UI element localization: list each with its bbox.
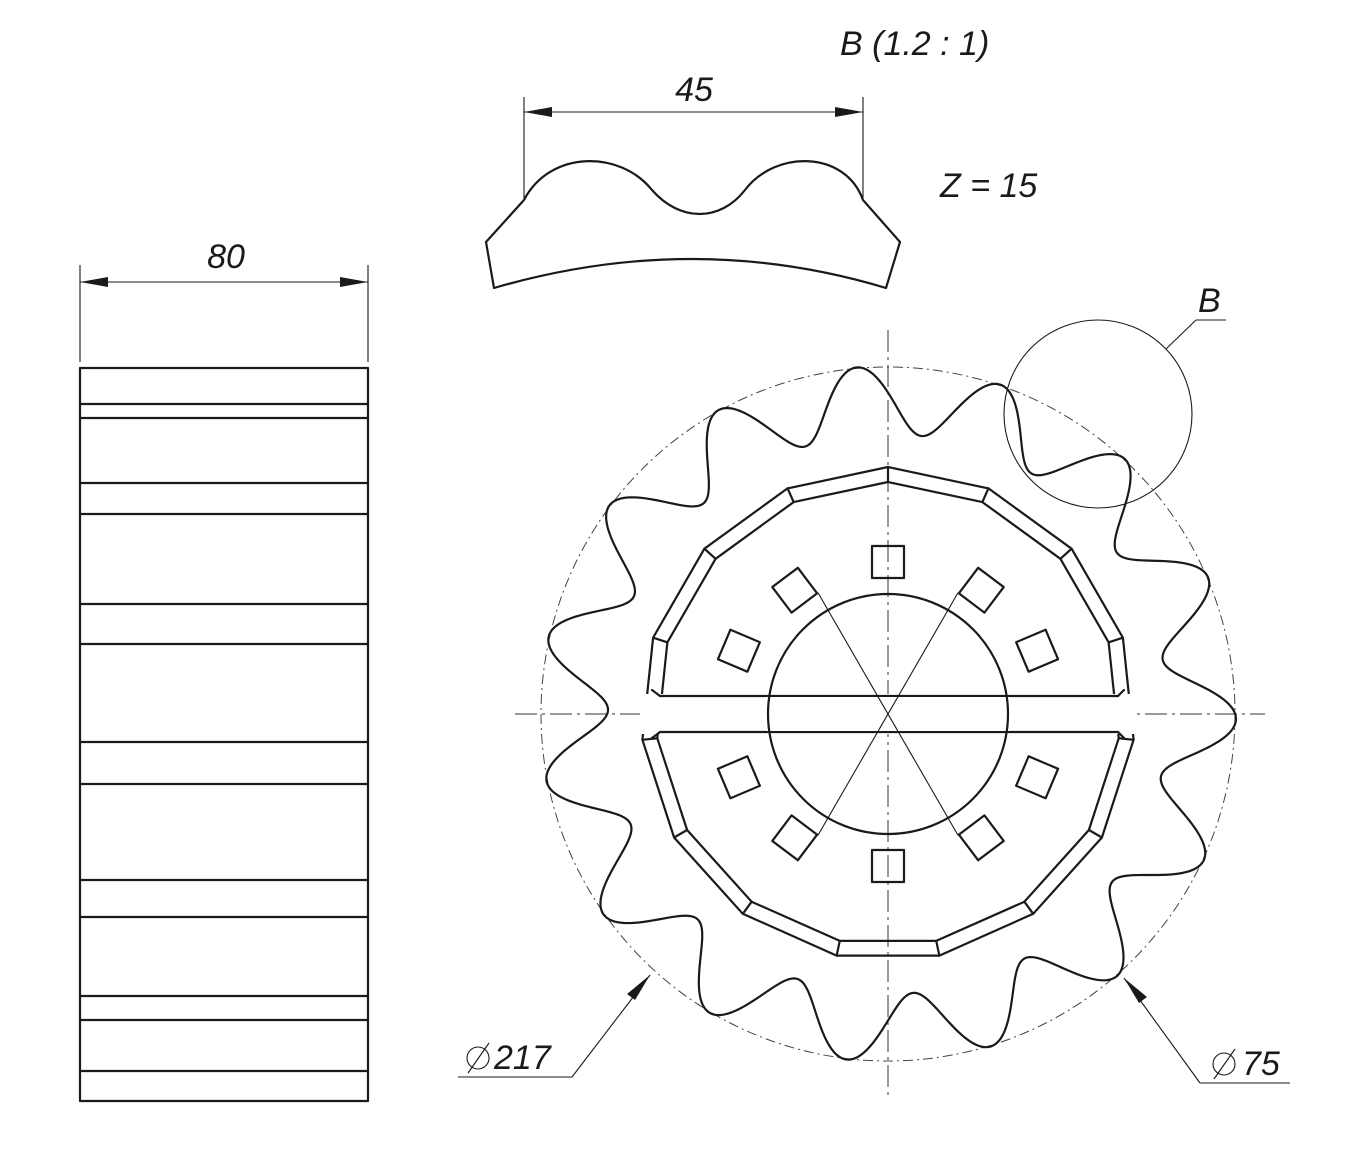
hub-corner-line <box>1117 737 1135 741</box>
hub-outer-polygon <box>641 465 1135 957</box>
detail-b-view: B (1.2 : 1) 45 Z = 15 <box>484 25 1037 290</box>
detail-title: B (1.2 : 1) <box>840 25 989 63</box>
square-hole <box>771 566 819 614</box>
hub-corner-line <box>786 487 795 504</box>
hub-corner-line <box>1023 900 1035 915</box>
diameter-icon <box>1212 1048 1236 1080</box>
teeth-count-label: Z = 15 <box>939 167 1037 205</box>
hub-corner-line <box>1107 636 1125 644</box>
dimension-text-217: 217 <box>493 1039 552 1077</box>
detail-callout: B <box>1003 282 1226 509</box>
hub-corner-line <box>1087 828 1104 839</box>
square-hole <box>1015 755 1060 800</box>
hub-inner-polygon <box>656 480 1120 942</box>
dimension-diameter-217: 217 <box>458 974 651 1078</box>
hub-corner-line <box>672 828 689 839</box>
side-view-groove-lines <box>78 402 370 1073</box>
square-hole <box>716 628 761 673</box>
detail-tooth-profile <box>484 160 902 290</box>
hub-corner-line <box>651 636 669 644</box>
square-hole <box>716 755 761 800</box>
hub-corner-line <box>1059 547 1073 560</box>
square-hole <box>957 566 1005 614</box>
front-view: B 217 75 <box>458 282 1290 1098</box>
square-hole <box>957 814 1005 862</box>
square-hole <box>1015 628 1060 673</box>
hub-corner-line <box>835 939 841 957</box>
detail-callout-circle <box>1003 319 1193 509</box>
dimension-text-75: 75 <box>1242 1045 1280 1083</box>
dimension-width-80: 80 <box>79 238 369 362</box>
construction-line <box>817 592 959 836</box>
diameter-icon <box>466 1042 490 1074</box>
dimension-text-45: 45 <box>675 71 713 109</box>
bore-circle <box>766 592 1010 836</box>
dimension-diameter-75: 75 <box>1123 977 1290 1084</box>
hub-corner-line <box>741 900 753 915</box>
construction-lines <box>817 592 959 836</box>
gear-tooth-profile <box>545 366 1238 1061</box>
square-hole <box>870 544 906 580</box>
square-hole <box>870 848 906 884</box>
square-holes <box>716 544 1060 884</box>
hub-corner-line <box>935 939 941 957</box>
dimension-width-45: 45 <box>523 71 864 198</box>
dimension-text-80: 80 <box>207 238 245 276</box>
side-view-outline <box>78 366 370 1103</box>
hub-corner-line <box>981 487 990 504</box>
side-view: 80 <box>78 238 370 1103</box>
hub-corner-line <box>703 547 717 560</box>
square-hole <box>771 814 819 862</box>
detail-callout-label: B <box>1198 282 1221 320</box>
hub-corner-line <box>641 737 659 741</box>
